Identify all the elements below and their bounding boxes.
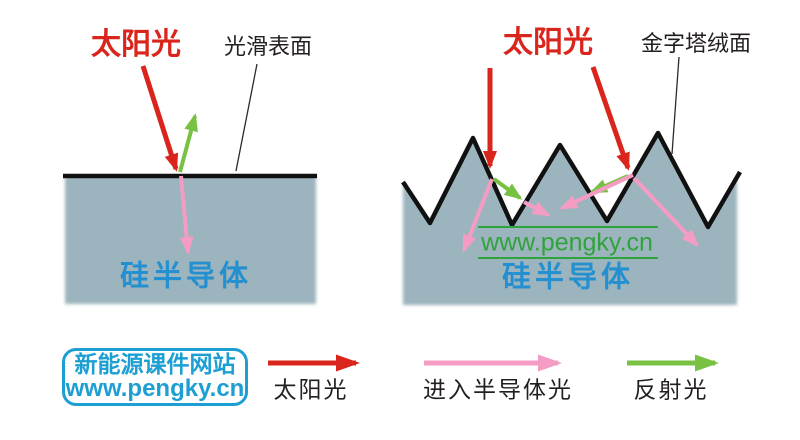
entering-light-arrow-right-3 bbox=[559, 173, 634, 210]
entering-light-arrow-right-2 bbox=[523, 200, 551, 217]
silicon-block-textured bbox=[403, 133, 737, 305]
site-badge-url: www.pengky.cn bbox=[65, 375, 245, 403]
entering-light-arrow-left bbox=[179, 175, 194, 255]
left-surface-label: 光滑表面 bbox=[223, 34, 313, 59]
pyramid-surface-line bbox=[401, 130, 742, 230]
watermark-url: www.pengky.cn bbox=[481, 228, 653, 257]
right-surface-label: 金字塔绒面 bbox=[640, 31, 752, 56]
smooth-surface-pointer-line bbox=[235, 63, 258, 172]
legend-sunlight-label: 太阳光 bbox=[273, 376, 349, 403]
left-sunlight-label: 太阳光 bbox=[91, 28, 181, 61]
reflected-light-arrow-left bbox=[178, 113, 198, 173]
right-silicon-label: 硅半导体 bbox=[501, 261, 635, 294]
pyramid-surface-pointer-line bbox=[671, 56, 680, 155]
left-silicon-label: 硅半导体 bbox=[119, 260, 253, 293]
entering-light-arrow-right-4 bbox=[632, 176, 700, 248]
right-sunlight-label: 太阳光 bbox=[503, 26, 593, 59]
reflected-light-arrow-right-1 bbox=[492, 177, 523, 200]
incident-sunlight-arrow-left bbox=[140, 65, 179, 172]
site-badge: 新能源课件网站 www.pengky.cn bbox=[62, 348, 248, 406]
incident-sunlight-arrow-right-2 bbox=[590, 66, 631, 171]
smooth-surface-panel bbox=[63, 63, 317, 304]
pyramid-surface-panel bbox=[401, 56, 742, 305]
legend-reflected-label: 反射光 bbox=[633, 376, 709, 403]
legend-entering-label: 进入半导体光 bbox=[423, 376, 573, 403]
site-badge-name: 新能源课件网站 bbox=[74, 351, 236, 378]
entering-light-arrow-right-1 bbox=[462, 178, 494, 253]
